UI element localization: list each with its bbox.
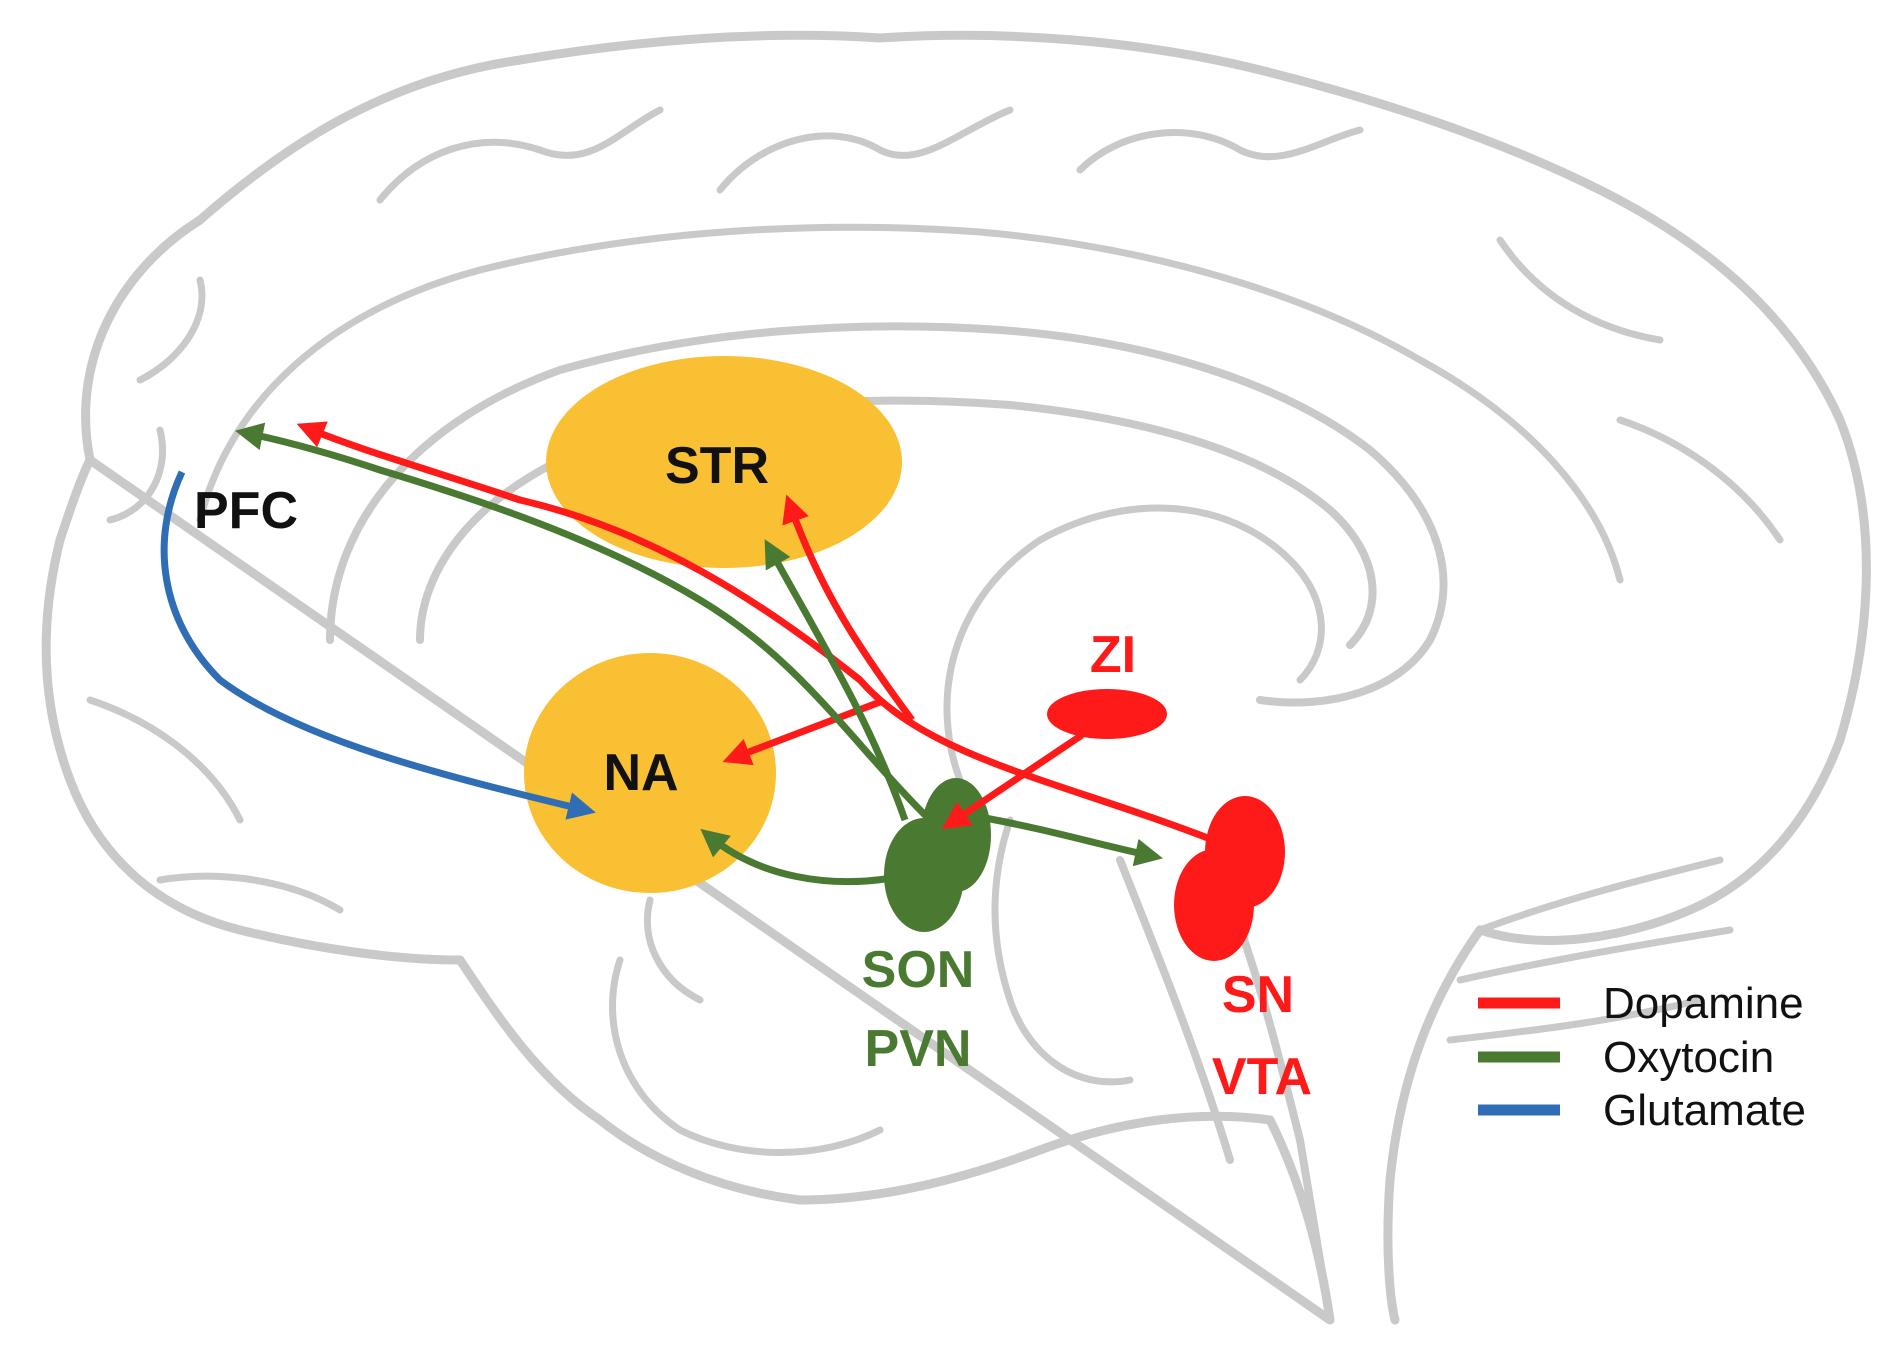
son-label: SON [862, 941, 975, 999]
son-nucleus [884, 818, 964, 932]
brainstem [1116, 856, 1334, 1324]
zi-nucleus [1047, 689, 1167, 739]
cingulate-gyrus [196, 223, 1624, 584]
oxytocin-arrow-to-pfc [235, 422, 928, 818]
temporal-lobe [609, 896, 884, 1156]
cerebellum-folds [1446, 856, 1734, 1044]
oxytocin-arrow-to-sn-vta [984, 814, 1163, 867]
sn-label: SN [1222, 966, 1294, 1024]
zi-label: ZI [1090, 626, 1136, 684]
oxytocin-arrow-to-str [764, 539, 909, 822]
corpus-callosum-inner [416, 396, 1377, 649]
pfc-label: PFC [194, 482, 298, 540]
legend-label-oxytocin: Oxytocin [1603, 1033, 1774, 1082]
sulcus-1 [376, 106, 664, 204]
legend-label-glutamate: Glutamate [1603, 1086, 1806, 1135]
dopamine-arrow-zi-to-son-pvn [941, 732, 1084, 830]
sulcus-3 [1076, 126, 1364, 174]
corpus-callosum-outer [326, 322, 1448, 707]
oxytocin-arrow-to-na [700, 828, 893, 886]
dopamine-arrow-to-str [782, 494, 915, 723]
pituitary-stalk [991, 816, 1134, 1086]
vta-label: VTA [1212, 1048, 1312, 1106]
legend-label-dopamine: Dopamine [1603, 979, 1804, 1028]
legend: Dopamine Oxytocin Glutamate [1478, 979, 1806, 1135]
fornix [943, 504, 1325, 784]
sulcus-2 [716, 106, 1014, 194]
brain-outline [41, 30, 1871, 1325]
brain-outer-contour [41, 30, 1871, 1325]
glutamate-arrow-pfc-to-na [160, 470, 596, 820]
na-label: NA [603, 744, 678, 802]
sulcus-5 [106, 276, 206, 524]
pvn-label: PVN [865, 1020, 972, 1078]
sulcus-4 [1496, 236, 1784, 544]
sn-nucleus [1174, 849, 1254, 961]
sulcus-6 [86, 696, 344, 914]
str-region [546, 356, 902, 568]
str-label: STR [665, 437, 769, 495]
